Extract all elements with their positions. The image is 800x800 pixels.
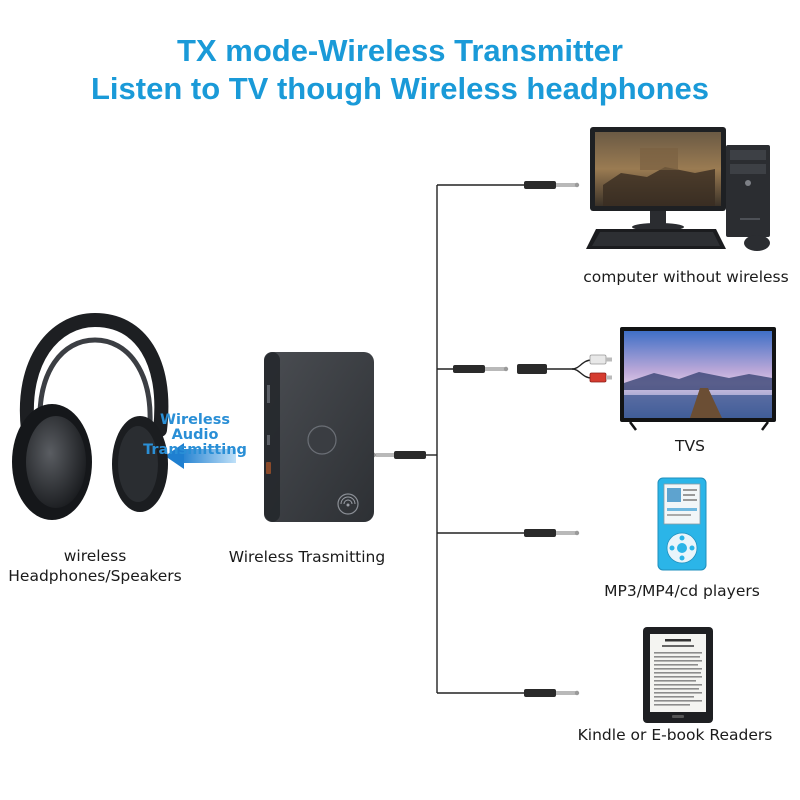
- jack-plug-transmitter: [371, 451, 426, 459]
- headphones-icon: [12, 312, 169, 520]
- cable-tree: [424, 184, 526, 694]
- wireless-audio-label: Wireless Audio Transmitting: [140, 413, 250, 458]
- mp3-player-icon: [657, 477, 707, 571]
- jack-plug-ebook: [524, 689, 580, 697]
- tv-icon: [620, 327, 776, 431]
- device-label-tv: TVS: [675, 437, 705, 455]
- transmitter-device: [264, 352, 374, 522]
- device-label-computer: computer without wireless: [583, 268, 789, 286]
- headphones-label-line1: wireless: [63, 547, 127, 565]
- headphones-label-line2: Headphones/Speakers: [8, 567, 182, 585]
- jack-plug-mp3: [524, 529, 580, 537]
- device-label-mp3: MP3/MP4/cd players: [604, 582, 760, 600]
- device-label-ebook: Kindle or E-book Readers: [577, 726, 773, 744]
- page-title-line1: TX mode-Wireless Transmitter: [177, 33, 623, 68]
- wireless-audio-line1: Wireless Audio: [159, 412, 230, 443]
- transmitter-label: Wireless Trasmitting: [228, 548, 386, 566]
- headphones-label: wireless Headphones/Speakers: [0, 546, 190, 586]
- computer-icon: [586, 127, 770, 251]
- jack-plug-computer: [524, 181, 580, 189]
- wireless-audio-line2: Transmitting: [143, 442, 247, 458]
- ebook-reader-icon: [643, 627, 713, 723]
- wireless-arrow-icon: [165, 443, 236, 469]
- page-title-line2: Listen to TV though Wireless headphones: [90, 71, 710, 106]
- jack-plug-tv: [453, 354, 612, 383]
